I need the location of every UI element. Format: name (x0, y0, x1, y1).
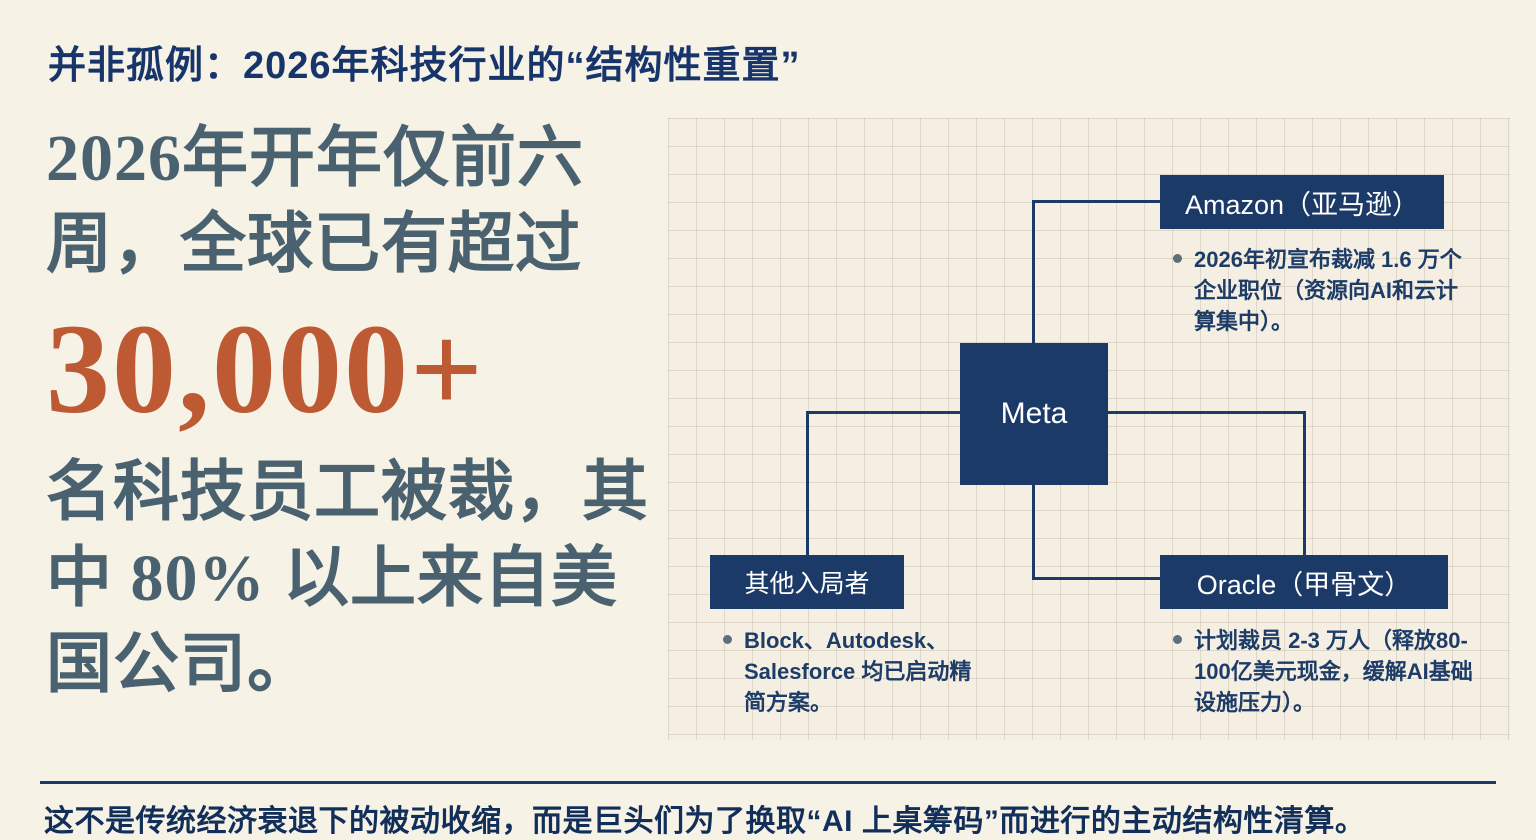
footer-divider (40, 781, 1496, 784)
company-diagram: Meta Amazon（亚马逊） 其他入局者 Oracle（甲骨文） 2026年… (668, 118, 1510, 740)
layoff-count: 30,000+ (46, 297, 485, 440)
node-oracle: Oracle（甲骨文） (1160, 555, 1448, 609)
node-meta: Meta (960, 343, 1108, 485)
bullet-icon (723, 635, 732, 644)
edge-meta-oracle-top-horizontal (1108, 411, 1306, 414)
edge-meta-others-vertical (806, 411, 809, 555)
bullet-icon (1173, 254, 1182, 263)
node-oracle-label: Oracle（甲骨文） (1196, 569, 1412, 600)
node-amazon: Amazon（亚马逊） (1160, 175, 1444, 229)
others-note: Block、Autodesk、Salesforce 均已启动精简方案。 (723, 625, 985, 719)
headline-top: 2026年开年仅前六周，全球已有超过 (46, 122, 584, 281)
bullet-icon (1173, 635, 1182, 644)
edge-meta-amazon-horizontal (1032, 200, 1160, 203)
node-meta-label: Meta (1000, 397, 1068, 430)
node-others-label: 其他入局者 (744, 570, 870, 598)
oracle-note-text: 计划裁员 2-3 万人（释放80-100亿美元现金，缓解AI基础设施压力）。 (1194, 628, 1473, 716)
node-amazon-label: Amazon（亚马逊） (1184, 189, 1420, 220)
edge-meta-oracle-bottom-horizontal (1032, 577, 1160, 580)
edge-meta-others-horizontal (806, 411, 960, 414)
footer-text: 这不是传统经济衰退下的被动收缩，而是巨头们为了换取“AI 上桌筹码”而进行的主动… (44, 805, 1366, 838)
edge-meta-amazon-vertical (1032, 200, 1035, 345)
page-title: 并非孤例：2026年科技行业的“结构性重置” (48, 45, 801, 87)
others-note-text: Block、Autodesk、Salesforce 均已启动精简方案。 (744, 628, 972, 716)
node-others: 其他入局者 (710, 555, 904, 609)
edge-meta-oracle-top-vertical (1303, 411, 1306, 555)
headline-bottom: 名科技员工被裁，其中 80% 以上来自美国公司。 (46, 455, 649, 701)
oracle-note: 计划裁员 2-3 万人（释放80-100亿美元现金，缓解AI基础设施压力）。 (1173, 625, 1478, 719)
amazon-note: 2026年初宣布裁减 1.6 万个企业职位（资源向AI和云计算集中）。 (1173, 244, 1463, 338)
amazon-note-text: 2026年初宣布裁减 1.6 万个企业职位（资源向AI和云计算集中）。 (1194, 247, 1462, 335)
edge-meta-oracle-bottom-vertical (1032, 485, 1035, 580)
headline-block: 2026年开年仅前六周，全球已有超过 30,000+ 名科技员工被裁，其中 80… (46, 116, 654, 707)
